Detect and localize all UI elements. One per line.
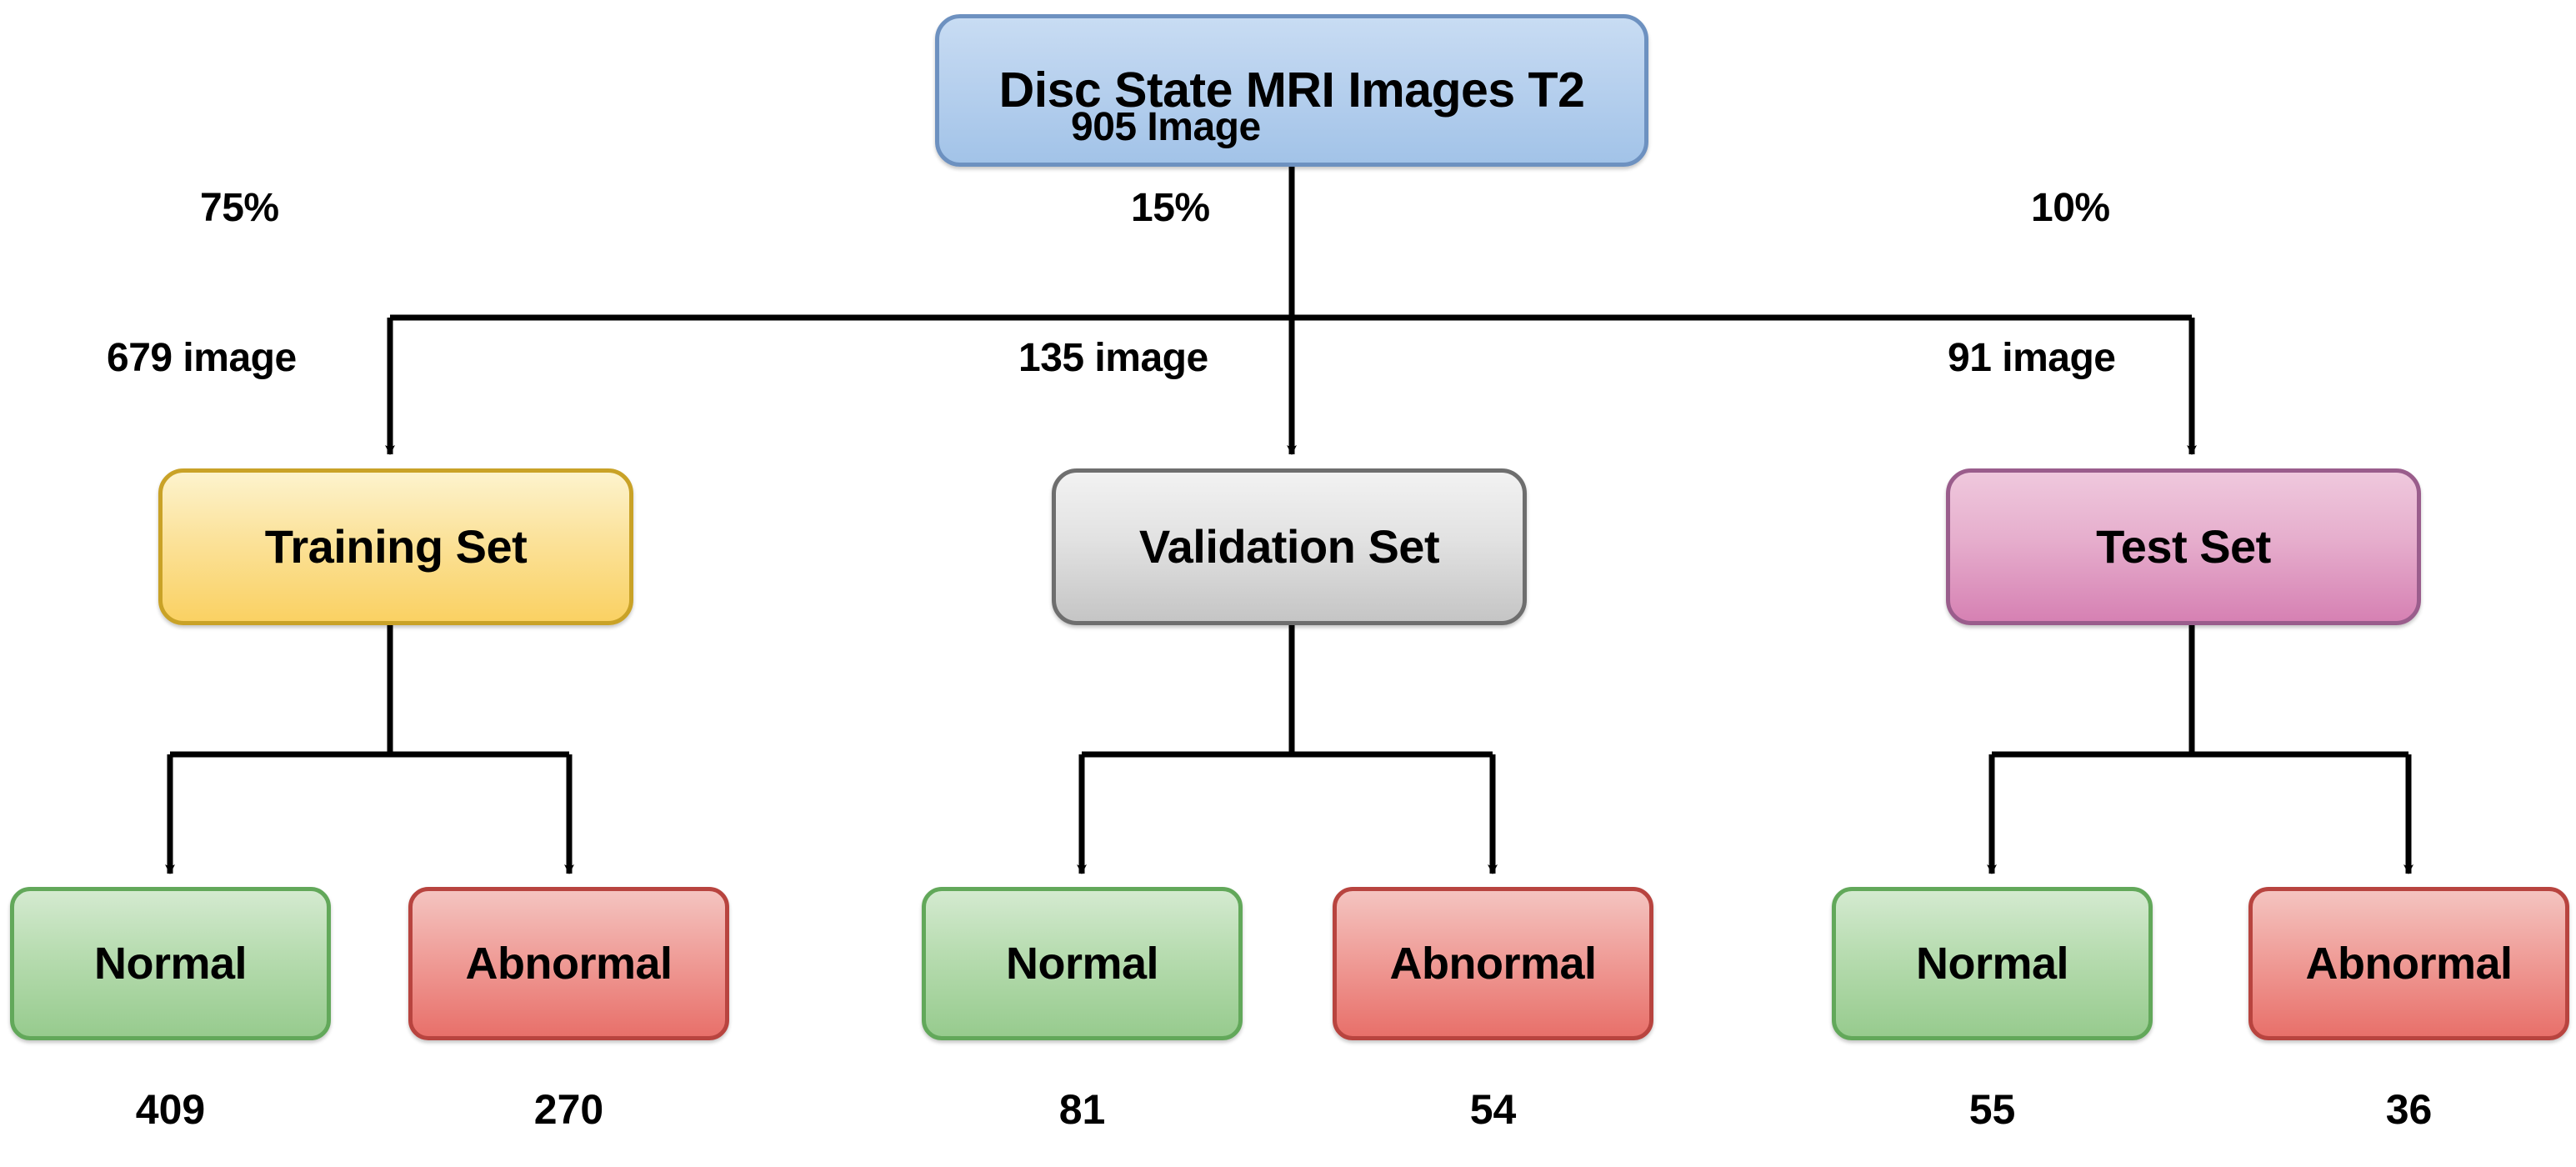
node-validation-set[interactable]: Validation Set [1052, 468, 1527, 625]
count-validation-normal: 81 [1058, 1086, 1106, 1133]
edge-label-training-percent: 75% [200, 186, 279, 230]
edge-label-validation-count: 135 image [1018, 336, 1208, 380]
node-validation-normal[interactable]: Normal [922, 887, 1243, 1040]
node-root-dataset[interactable]: Disc State MRI Images T2 [935, 14, 1648, 167]
node-test-set[interactable]: Test Set [1946, 468, 2421, 625]
node-test-abnormal[interactable]: Abnormal [2248, 887, 2569, 1040]
edge-label-test-percent: 10% [2031, 186, 2110, 230]
node-test-normal[interactable]: Normal [1832, 887, 2153, 1040]
edge-label-root-total: 905 Image [1071, 105, 1261, 149]
count-training-abnormal: 270 [533, 1086, 604, 1133]
edge-label-test-count: 91 image [1948, 336, 2116, 380]
count-validation-abnormal: 54 [1469, 1086, 1517, 1133]
count-test-normal: 55 [1968, 1086, 2016, 1133]
count-test-abnormal: 36 [2385, 1086, 2433, 1133]
edge-label-validation-percent: 15% [1131, 186, 1210, 230]
node-validation-abnormal[interactable]: Abnormal [1333, 887, 1653, 1040]
node-training-normal[interactable]: Normal [10, 887, 331, 1040]
count-training-normal: 409 [135, 1086, 206, 1133]
node-training-set[interactable]: Training Set [158, 468, 633, 625]
node-training-abnormal[interactable]: Abnormal [408, 887, 729, 1040]
edge-label-training-count: 679 image [107, 336, 297, 380]
